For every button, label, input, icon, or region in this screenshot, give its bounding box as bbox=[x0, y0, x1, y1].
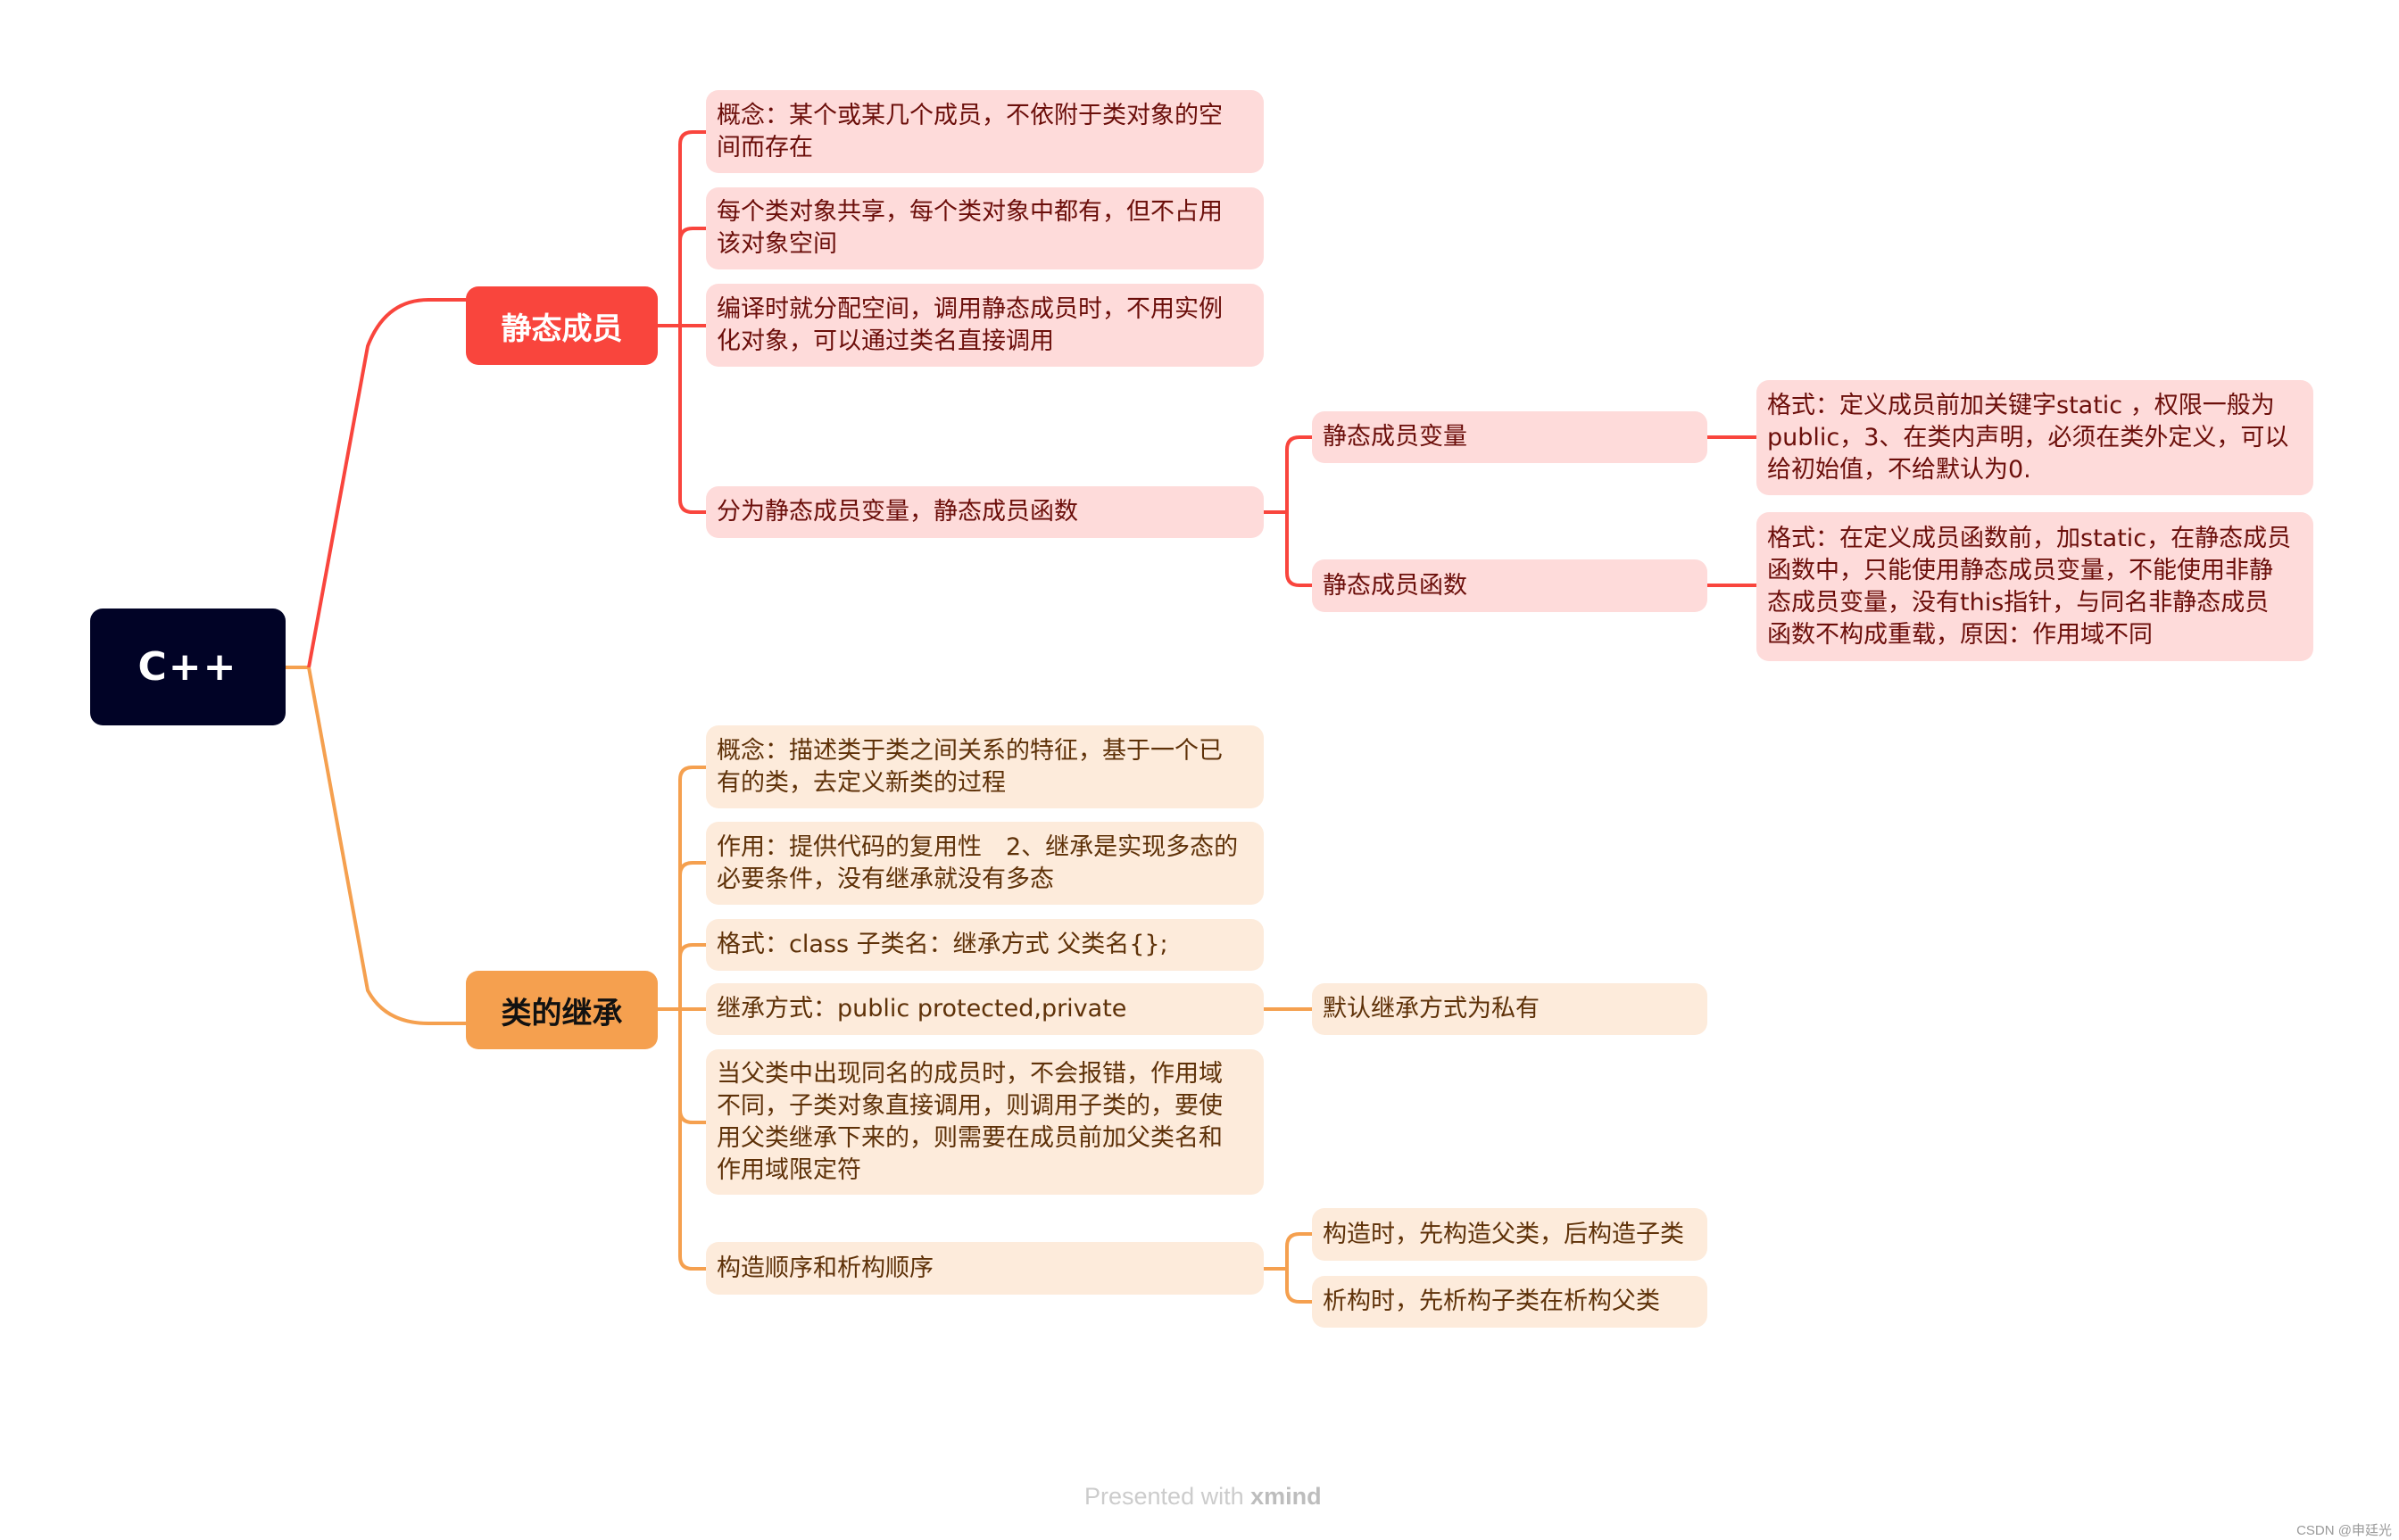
subtopic-inheritance-purpose[interactable]: 作用：提供代码的复用性 2、继承是实现多态的必要条件，没有继承就没有多态 bbox=[706, 822, 1264, 905]
text-line: 作用：提供代码的复用性 2、继承是实现多态的 bbox=[717, 832, 1239, 861]
presented-label: Presented with bbox=[1084, 1483, 1251, 1510]
text-line: 默认继承方式为私有 bbox=[1323, 995, 1540, 1023]
subtopic-static-member-variable[interactable]: 静态成员变量 bbox=[1312, 411, 1707, 463]
subtopic-destruct-order[interactable]: 析构时，先析构子类在析构父类 bbox=[1312, 1276, 1707, 1328]
text-line: 静态成员函数 bbox=[1323, 571, 1467, 600]
subtopic-static-member-function[interactable]: 静态成员函数 bbox=[1312, 559, 1707, 612]
root-topic-cpp[interactable]: C++ bbox=[90, 609, 286, 725]
text-line: 概念：某个或某几个成员，不依附于类对象的空 bbox=[717, 101, 1223, 129]
text-line: 该对象空间 bbox=[717, 230, 837, 258]
topic-inheritance[interactable]: 类的继承 bbox=[466, 971, 658, 1049]
text-line: 概念：描述类于类之间关系的特征，基于一个已 bbox=[717, 736, 1223, 765]
text-line: 格式：定义成员前加关键字static ，权限一般为 bbox=[1767, 391, 2275, 419]
text-line: 作用域限定符 bbox=[717, 1155, 861, 1184]
text-line: 编译时就分配空间，调用静态成员时，不用实例 bbox=[717, 294, 1223, 323]
text-line: 分为静态成员变量，静态成员函数 bbox=[717, 498, 1078, 526]
subtopic-static-variable-format[interactable]: 格式：定义成员前加关键字static ，权限一般为 public，3、在类内声明，… bbox=[1756, 380, 2313, 495]
text-line: 间而存在 bbox=[717, 133, 813, 161]
text-line: 给初始值，不给默认为0. bbox=[1767, 455, 2031, 484]
subtopic-inheritance-name-hiding[interactable]: 当父类中出现同名的成员时，不会报错，作用域不同，子类对象直接调用，则调用子类的，… bbox=[706, 1049, 1264, 1195]
subtopic-construct-order[interactable]: 构造时，先构造父类，后构造子类 bbox=[1312, 1208, 1707, 1261]
subtopic-construction-order[interactable]: 构造顺序和析构顺序 bbox=[706, 1242, 1264, 1295]
subtopic-inheritance-concept[interactable]: 概念：描述类于类之间关系的特征，基于一个已有的类，去定义新类的过程 bbox=[706, 725, 1264, 808]
text-line: 化对象，可以通过类名直接调用 bbox=[717, 327, 1054, 355]
subtopic-static-kinds[interactable]: 分为静态成员变量，静态成员函数 bbox=[706, 486, 1264, 538]
text-line: 不同，子类对象直接调用，则调用子类的，要使 bbox=[717, 1091, 1223, 1120]
text-line: 当父类中出现同名的成员时，不会报错，作用域 bbox=[717, 1059, 1223, 1088]
subtopic-static-compile-time[interactable]: 编译时就分配空间，调用静态成员时，不用实例化对象，可以通过类名直接调用 bbox=[706, 284, 1264, 367]
subtopic-default-private[interactable]: 默认继承方式为私有 bbox=[1312, 983, 1707, 1035]
presented-with-xmind: Presented with xmind bbox=[1084, 1483, 1322, 1511]
text-line: 函数中，只能使用静态成员变量，不能使用非静 bbox=[1767, 556, 2273, 584]
topic-inheritance-label: 类的继承 bbox=[501, 995, 623, 1031]
topic-static-members[interactable]: 静态成员 bbox=[466, 286, 658, 365]
subtopic-inheritance-format[interactable]: 格式：class 子类名：继承方式 父类名{}; bbox=[706, 919, 1264, 971]
subtopic-static-shared[interactable]: 每个类对象共享，每个类对象中都有，但不占用该对象空间 bbox=[706, 187, 1264, 269]
subtopic-inheritance-modes[interactable]: 继承方式：public protected,private bbox=[706, 983, 1264, 1035]
text-line: 有的类，去定义新类的过程 bbox=[717, 768, 1006, 797]
xmind-brand: xmind bbox=[1250, 1483, 1322, 1510]
text-line: 态成员变量，没有this指针，与同名非静态成员 bbox=[1767, 588, 2270, 617]
text-line: 构造顺序和析构顺序 bbox=[717, 1254, 934, 1282]
text-line: 必要条件，没有继承就没有多态 bbox=[717, 865, 1054, 893]
csdn-credit: CSDN @申廷光 bbox=[2296, 1523, 2392, 1538]
text-line: 构造时，先构造父类，后构造子类 bbox=[1323, 1220, 1684, 1248]
text-line: 格式：class 子类名：继承方式 父类名{}; bbox=[717, 931, 1168, 958]
text-line: 析构时，先析构子类在析构父类 bbox=[1323, 1287, 1660, 1315]
text-line: 函数不构成重载，原因：作用域不同 bbox=[1767, 620, 2153, 649]
text-line: 每个类对象共享，每个类对象中都有，但不占用 bbox=[717, 198, 1223, 226]
subtopic-static-function-format[interactable]: 格式：在定义成员函数前，加static，在静态成员函数中，只能使用静态成员变量，… bbox=[1756, 512, 2313, 661]
text-line: 继承方式：public protected,private bbox=[717, 995, 1127, 1023]
topic-static-members-label: 静态成员 bbox=[501, 310, 623, 347]
text-line: 格式：在定义成员函数前，加static，在静态成员 bbox=[1767, 524, 2292, 552]
text-line: public，3、在类内声明，必须在类外定义，可以 bbox=[1767, 423, 2289, 451]
subtopic-static-concept[interactable]: 概念：某个或某几个成员，不依附于类对象的空间而存在 bbox=[706, 90, 1264, 173]
text-line: 静态成员变量 bbox=[1323, 423, 1467, 451]
text-line: 用父类继承下来的，则需要在成员前加父类名和 bbox=[717, 1123, 1223, 1152]
root-topic-label: C++ bbox=[137, 644, 238, 690]
